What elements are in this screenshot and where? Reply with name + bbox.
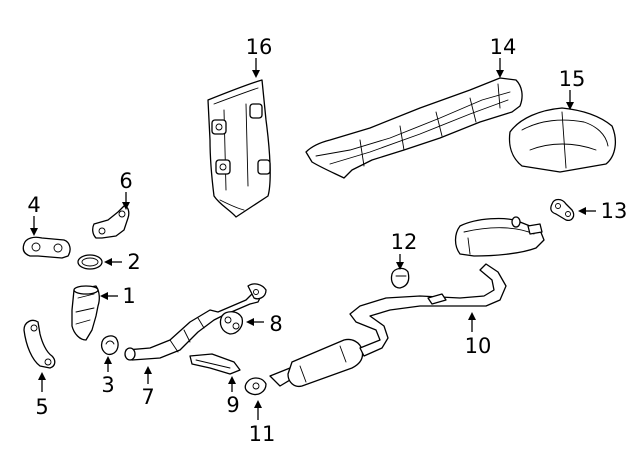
part-2-gasket[interactable] bbox=[77, 254, 103, 270]
callout-11: 11 bbox=[249, 422, 276, 446]
callout-4: 4 bbox=[27, 193, 40, 217]
callout-7: 7 bbox=[141, 385, 154, 409]
part-8-hanger-insulator[interactable] bbox=[219, 311, 244, 335]
part-14-underbody-heat-shield[interactable] bbox=[305, 77, 523, 179]
callout-16: 16 bbox=[246, 35, 273, 59]
callout-9: 9 bbox=[226, 393, 239, 417]
part-10-exhaust-pipe-and-muffler[interactable] bbox=[269, 216, 545, 388]
part-1-catalytic-converter[interactable] bbox=[71, 285, 100, 341]
part-9-heat-shield[interactable] bbox=[189, 353, 241, 375]
callout-1: 1 bbox=[122, 284, 135, 308]
callout-8: 8 bbox=[269, 312, 282, 336]
callout-15: 15 bbox=[559, 67, 586, 91]
part-6-hanger-bracket[interactable] bbox=[92, 205, 130, 239]
part-7-front-pipe[interactable] bbox=[124, 283, 267, 361]
part-3-clamp[interactable] bbox=[100, 335, 119, 356]
part-15-muffler-heat-shield[interactable] bbox=[508, 107, 617, 173]
callout-5: 5 bbox=[35, 395, 48, 419]
part-13-clamp[interactable] bbox=[550, 198, 575, 222]
callout-12: 12 bbox=[391, 230, 418, 254]
part-16-manifold-heat-shield[interactable] bbox=[207, 79, 271, 218]
callout-2: 2 bbox=[127, 250, 140, 274]
callout-10: 10 bbox=[465, 334, 492, 358]
part-5-heat-shield-bracket[interactable] bbox=[23, 319, 56, 369]
callout-6: 6 bbox=[119, 169, 132, 193]
leader-arrows bbox=[30, 58, 596, 420]
callout-13: 13 bbox=[601, 199, 628, 223]
part-4-bracket[interactable] bbox=[22, 236, 71, 259]
callout-3: 3 bbox=[101, 373, 114, 397]
part-11-gasket[interactable] bbox=[244, 377, 267, 396]
part-12-insulator[interactable] bbox=[390, 267, 410, 289]
callout-14: 14 bbox=[490, 35, 517, 59]
